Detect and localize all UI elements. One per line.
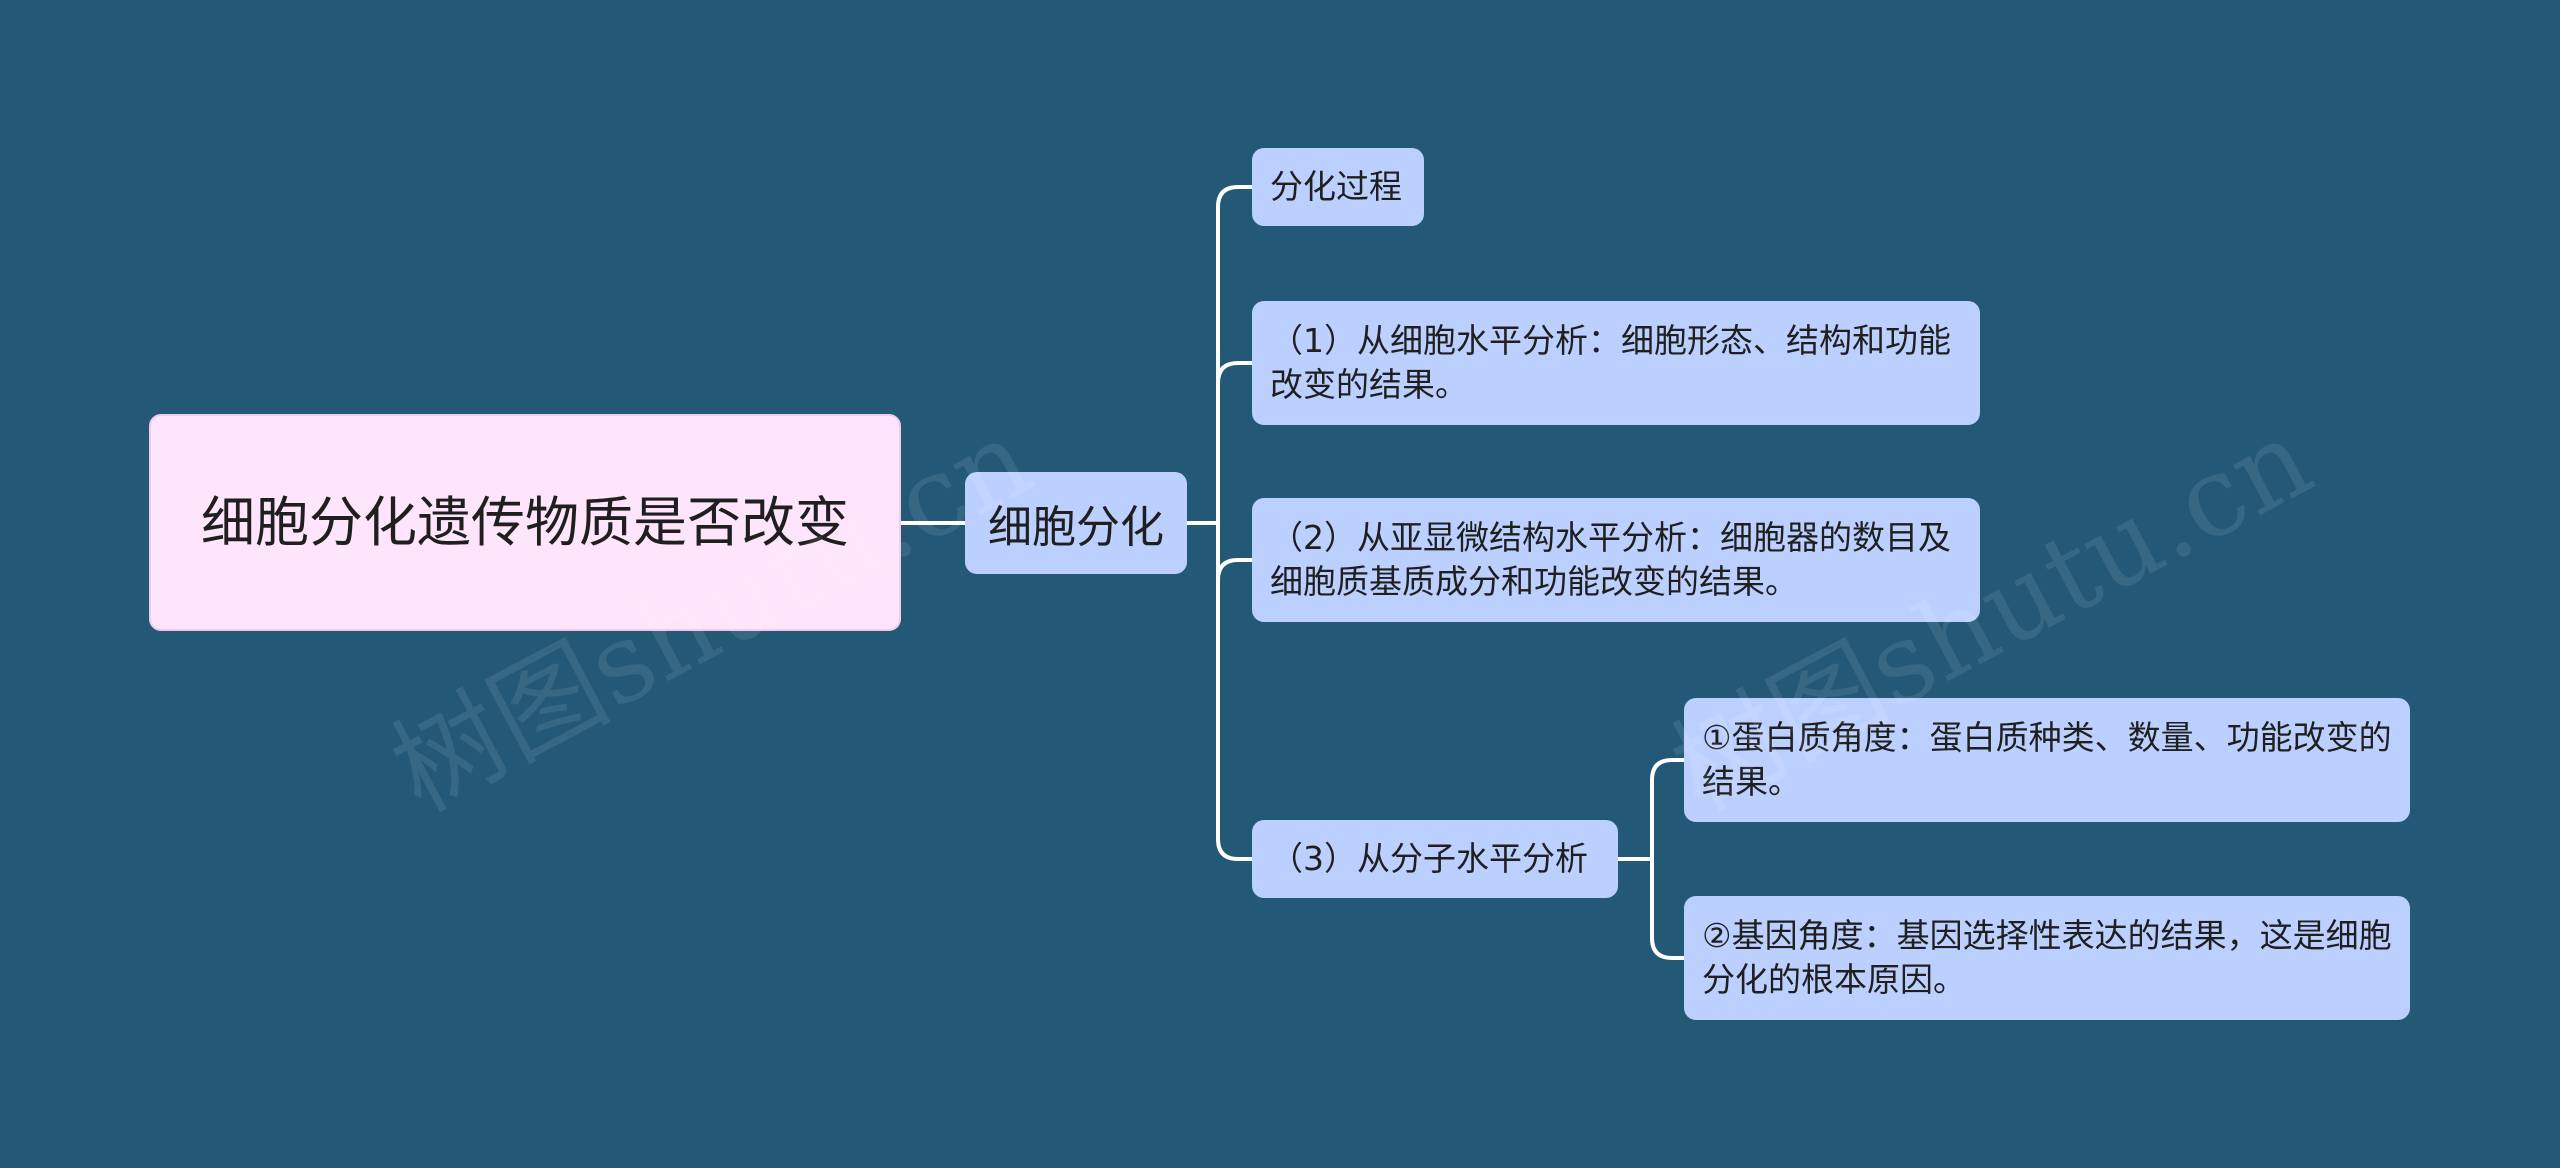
subtopic-label-subcellular-level: （2）从亚显微结构水平分析：细胞器的数目及细胞质基质成分和功能改变的结果。 — [1270, 518, 1951, 601]
subtopic-node-protein-angle[interactable]: ①蛋白质角度：蛋白质种类、数量、功能改变的结果。 — [1684, 698, 2410, 822]
root-node-label: 细胞分化遗传物质是否改变 — [201, 490, 849, 554]
subtopic-node-molecular-level[interactable]: （3）从分子水平分析 — [1252, 820, 1618, 898]
topic-node-label: 细胞分化 — [988, 502, 1164, 553]
subtopic-node-gene-angle[interactable]: ②基因角度：基因选择性表达的结果，这是细胞分化的根本原因。 — [1684, 896, 2410, 1020]
subtopic-node-subcellular-level[interactable]: （2）从亚显微结构水平分析：细胞器的数目及细胞质基质成分和功能改变的结果。 — [1252, 498, 1980, 622]
subtopic-label-process: 分化过程 — [1270, 167, 1402, 206]
connector-branch-molecular — [1216, 521, 1254, 861]
root-node[interactable]: 细胞分化遗传物质是否改变 — [149, 414, 901, 631]
subtopic-label-protein-angle: ①蛋白质角度：蛋白质种类、数量、功能改变的结果。 — [1702, 718, 2392, 801]
subtopic-label-gene-angle: ②基因角度：基因选择性表达的结果，这是细胞分化的根本原因。 — [1702, 916, 2392, 999]
subtopic-node-process[interactable]: 分化过程 — [1252, 148, 1424, 226]
topic-node-cell-differentiation[interactable]: 细胞分化 — [965, 472, 1187, 574]
connector-branch-process — [1216, 185, 1254, 525]
subtopic-label-cell-level: （1）从细胞水平分析：细胞形态、结构和功能改变的结果。 — [1270, 321, 1951, 404]
connector-branch-protein — [1650, 758, 1686, 861]
connector-branch-cell — [1216, 361, 1254, 385]
subtopic-node-cell-level[interactable]: （1）从细胞水平分析：细胞形态、结构和功能改变的结果。 — [1252, 301, 1980, 425]
subtopic-label-molecular-level: （3）从分子水平分析 — [1270, 839, 1588, 878]
connector-branch-gene — [1650, 857, 1686, 960]
connector-branch-subcell — [1216, 558, 1254, 582]
